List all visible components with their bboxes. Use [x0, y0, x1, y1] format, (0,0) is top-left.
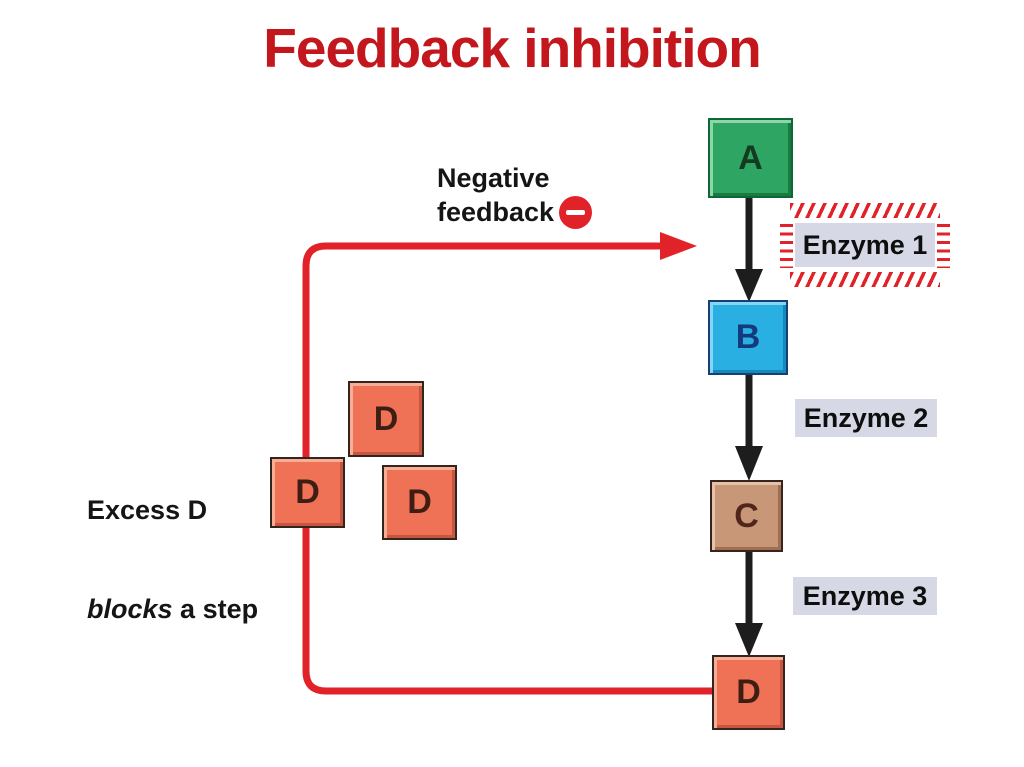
- arrow-a-to-b: [735, 197, 763, 302]
- pathway-node-d: D: [712, 655, 785, 730]
- minus-icon: [559, 195, 593, 229]
- node-label: B: [735, 318, 761, 356]
- enzyme-3-label: Enzyme 3: [793, 577, 937, 615]
- excess-d-line2-rest: a step: [172, 594, 259, 624]
- arrow-b-to-c: [735, 374, 763, 481]
- arrow-c-to-d: [735, 551, 763, 657]
- excess-molecule-d-2: D: [348, 381, 424, 457]
- pathway-node-b: B: [708, 300, 788, 375]
- burst-right: [937, 224, 950, 268]
- arrow-head-icon: [735, 623, 763, 657]
- excess-d-label: Excess D blocks a step: [87, 428, 258, 692]
- enzyme-2-label: Enzyme 2: [795, 399, 937, 437]
- negative-feedback-label: Negative feedback: [437, 161, 593, 229]
- negative-feedback-line2: feedback: [437, 195, 593, 229]
- burst-left: [780, 224, 793, 268]
- excess-molecule-d-1: D: [270, 457, 345, 528]
- minus-bar: [566, 209, 586, 215]
- node-label: C: [734, 496, 759, 535]
- excess-d-line1: Excess D: [87, 495, 208, 525]
- excess-d-line2: blocks a step: [87, 593, 258, 626]
- page-title: Feedback inhibition: [263, 17, 761, 79]
- arrow-head-icon: [735, 446, 763, 481]
- negative-feedback-arrowhead: [660, 232, 697, 260]
- burst-bottom: [790, 272, 940, 287]
- node-label: D: [407, 483, 432, 521]
- node-label: D: [295, 473, 320, 511]
- enzyme-1-label: Enzyme 1: [795, 223, 935, 267]
- excess-molecule-d-3: D: [382, 465, 457, 540]
- negative-feedback-line2-text: feedback: [437, 197, 555, 227]
- negative-feedback-path: [302, 242, 714, 695]
- burst-top: [790, 203, 940, 218]
- node-label: A: [738, 138, 763, 177]
- pathway-node-a: A: [708, 118, 793, 198]
- inhibition-burst-icon: [780, 203, 950, 287]
- arrow-head-icon: [735, 269, 763, 302]
- excess-d-line2-italic: blocks: [87, 594, 173, 624]
- node-label: D: [373, 399, 399, 438]
- node-label: D: [736, 673, 761, 711]
- pathway-node-c: C: [710, 480, 783, 552]
- negative-feedback-line1: Negative: [437, 163, 550, 193]
